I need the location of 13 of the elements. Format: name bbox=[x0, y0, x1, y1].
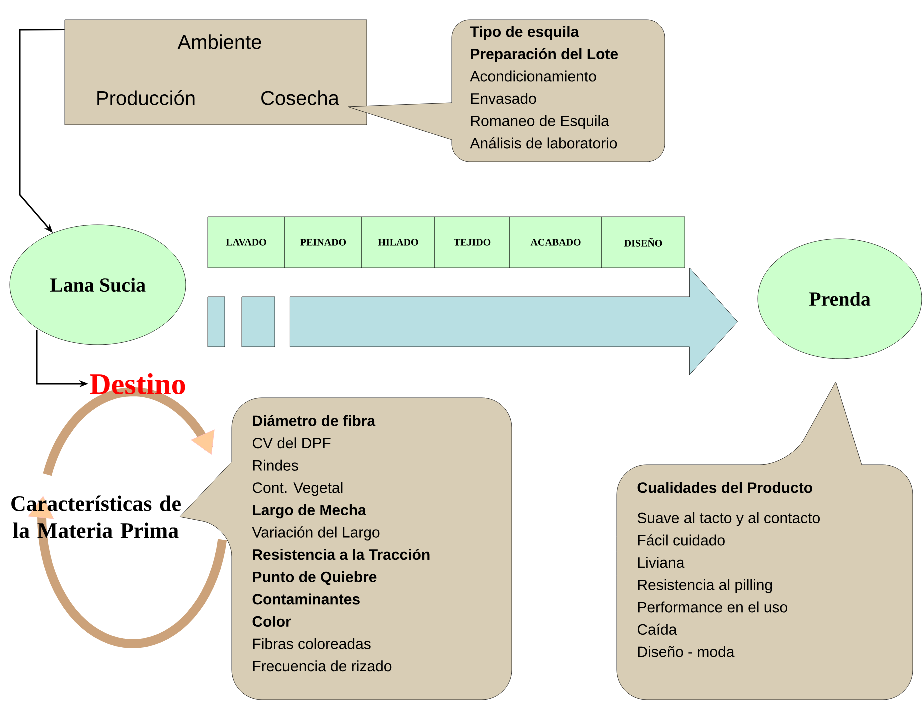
process-step-box: TEJIDO bbox=[434, 216, 510, 268]
block-arrow bbox=[290, 268, 738, 376]
cycle-label: Características de la Materia Prima bbox=[12, 496, 181, 538]
speech-bubble: Cualidades del Producto Suave al tacto y al contacto Fácil cuidado Liviana Resistencia al pilling Performance en el uso Caída Diseño - moda bbox=[616, 382, 914, 700]
process-step-box: DISEÑO bbox=[602, 216, 686, 268]
process-step-box: HILADO bbox=[362, 216, 436, 268]
environment-box: Ambiente Producción Cosecha bbox=[64, 20, 368, 126]
process-step-box: PEINADO bbox=[284, 216, 362, 268]
destino-word: Destino bbox=[90, 373, 186, 395]
process-step-box: LAVADO bbox=[208, 216, 286, 268]
process-step-box: ACABADO bbox=[510, 216, 602, 268]
speech-bubble: Diámetro de fibra CV del DPF Rindes Cont. Vegetal Largo de Mecha Variación del Largo Resistencia a la Tracción Punto de Quiebre Contaminantes Color Fibras coloreadas Frecuencia de rizado bbox=[180, 398, 512, 700]
speech-bubble: Tipo de esquila Preparación del Lote Acondicionamiento Envasado Romaneo de Esquila Análisis de laboratorio bbox=[348, 20, 666, 162]
